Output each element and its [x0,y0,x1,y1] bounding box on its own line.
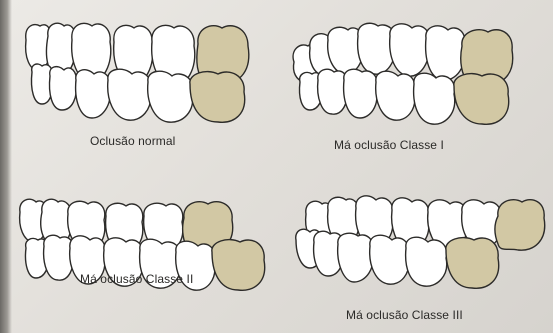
lower-tooth [318,69,347,114]
teeth-diagram-class-1 [290,22,540,134]
panel-label-class-2: Má oclusão Classe II [80,272,193,286]
panel-class-2: Má oclusão Classe II [16,198,266,328]
panel-label-class-1: Má oclusão Classe I [334,138,444,152]
lower-first-molar [212,240,265,291]
page-shadow [0,0,12,333]
lower-tooth [370,235,409,284]
lower-tooth [76,70,111,118]
lower-tooth [108,69,151,120]
panel-label-class-3: Má oclusão Classe III [346,308,463,322]
lower-first-molar [454,74,509,125]
lower-tooth [338,233,373,282]
panel-normal-occlusion: Oclusão normal [20,18,260,153]
lower-tooth [414,73,455,124]
panel-class-1: Má oclusão Classe I [290,22,540,157]
lower-tooth [344,69,377,118]
upper-tooth [390,24,429,76]
lower-tooth [148,71,193,122]
upper-first-molar [495,200,545,251]
teeth-diagram-normal [20,18,260,130]
lower-tooth [50,67,77,110]
lower-tooth [406,237,447,286]
lower-tooth [376,71,415,120]
lower-first-molar [446,238,499,289]
teeth-diagram-class-2 [16,198,266,308]
lower-tooth [44,235,73,280]
teeth-diagram-class-3 [292,196,548,306]
lower-first-molar [190,72,245,123]
upper-tooth [358,23,395,74]
panel-label-normal: Oclusão normal [90,134,175,148]
panel-class-3: Má oclusão Classe III [292,196,548,326]
upper-tooth [426,26,465,80]
